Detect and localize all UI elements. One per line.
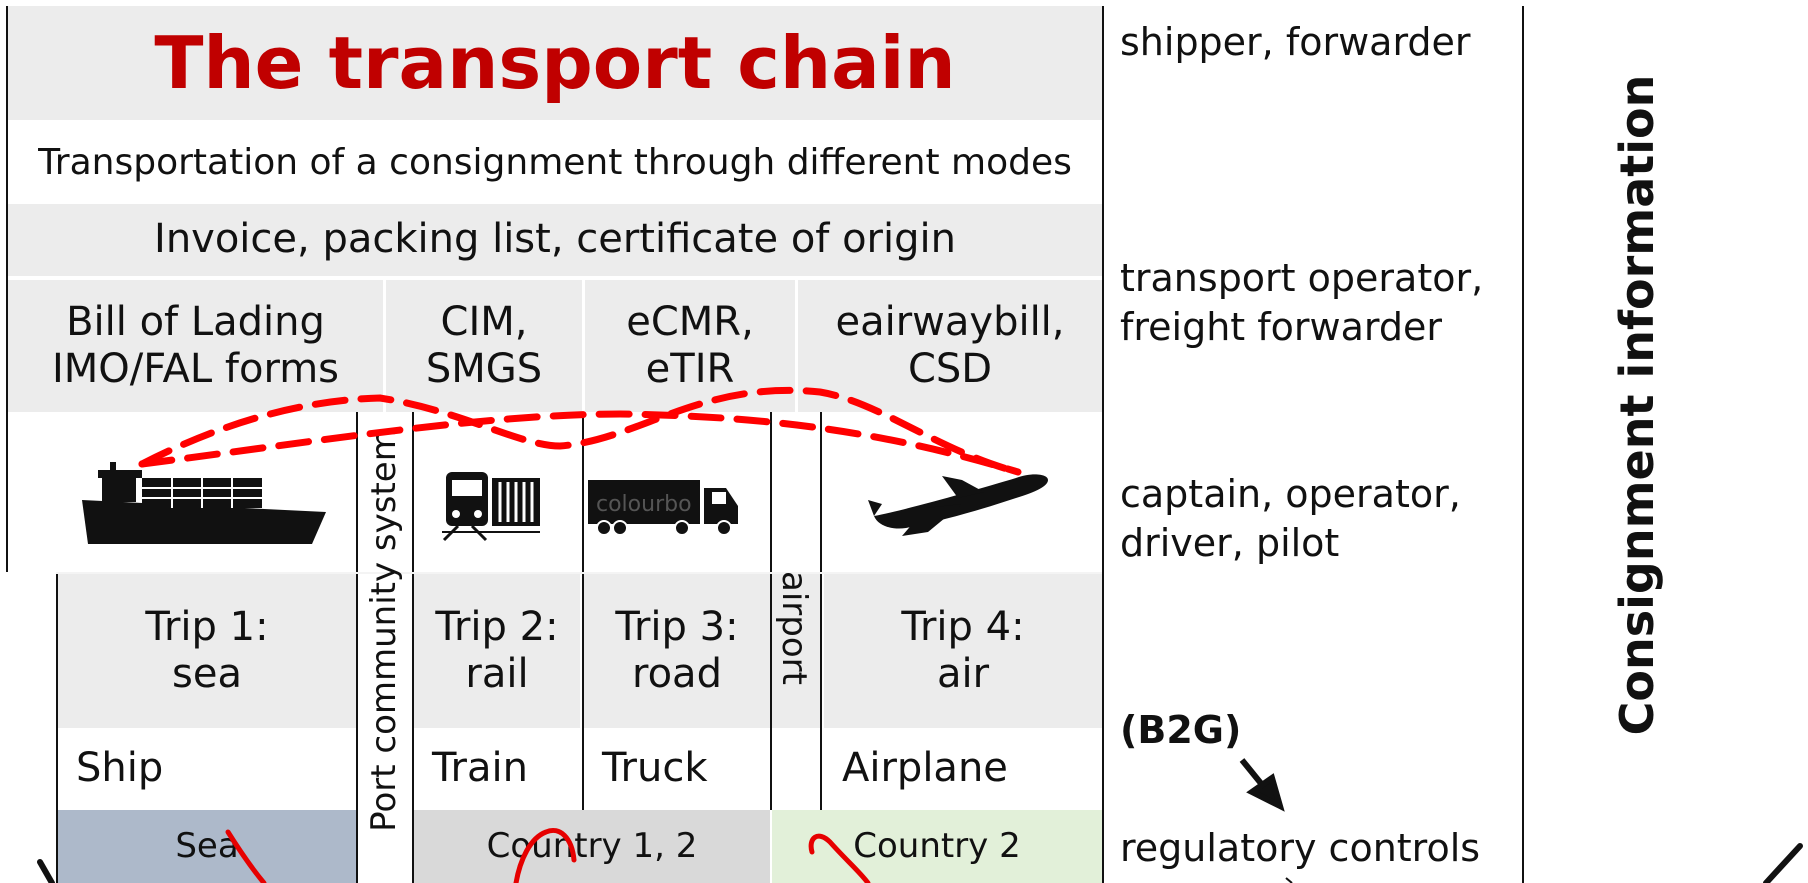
diagram-title: The transport chain — [154, 20, 956, 105]
vehicle-airplane-label: Airplane — [842, 745, 1008, 792]
vehicle-airplane: Airplane — [826, 732, 1102, 806]
area-sea: Sea — [58, 810, 356, 883]
divider-rail-road — [582, 412, 584, 810]
divider-road-airport — [770, 412, 772, 810]
airplane-icon — [868, 474, 1048, 536]
vehicle-truck: Truck — [586, 732, 772, 806]
area-country-1-2-label: Country 1, 2 — [486, 826, 698, 867]
area-country-2: Country 2 — [772, 810, 1102, 883]
trip-1-label: Trip 1: sea — [145, 603, 269, 697]
divider-port-right — [412, 412, 414, 883]
divider-port-left — [356, 412, 358, 883]
consignment-information-label: Consignment information — [1610, 74, 1664, 736]
vehicle-truck-label: Truck — [602, 745, 708, 792]
trip-4-cell: Trip 4: air — [824, 574, 1102, 728]
actor-captain: captain, operator, driver, pilot — [1120, 472, 1461, 566]
vehicle-ship-label: Ship — [76, 745, 164, 792]
airport-cell — [772, 574, 820, 728]
actor-b2g: (B2G) — [1120, 708, 1242, 752]
route-dashes — [138, 387, 1022, 476]
documents-label: Invoice, packing list, certificate of or… — [154, 216, 956, 263]
transport-doc-road-label: eCMR, eTIR — [626, 298, 754, 392]
trip-2-label: Trip 2: rail — [435, 603, 559, 697]
vehicle-train-label: Train — [432, 745, 528, 792]
documents-row: Invoice, packing list, certificate of or… — [8, 204, 1102, 276]
actor-regulatory: regulatory controls — [1120, 826, 1481, 870]
diagram-title-cell: The transport chain — [8, 6, 1102, 120]
vehicle-train: Train — [416, 732, 582, 806]
trip-3-cell: Trip 3: road — [584, 574, 770, 728]
train-icon — [442, 472, 540, 542]
frame-right-line — [1102, 6, 1104, 883]
trip-3-label: Trip 3: road — [615, 603, 739, 697]
truck-icon — [588, 480, 738, 536]
diagram-subtitle: Transportation of a consignment through … — [38, 141, 1072, 183]
trip-4-label: Trip 4: air — [901, 603, 1025, 697]
transport-doc-rail-label: CIM, SMGS — [425, 298, 543, 392]
vehicle-ship: Ship — [60, 732, 356, 806]
frame-left-line — [6, 6, 8, 572]
divider-ship-line — [56, 572, 58, 883]
area-country-1-2: Country 1, 2 — [414, 810, 770, 883]
transport-doc-air: eairwaybill, CSD — [798, 280, 1102, 412]
actors-right-line — [1522, 6, 1524, 883]
area-country-2-label: Country 2 — [853, 826, 1021, 867]
transport-doc-sea-label: Bill of Lading IMO/FAL forms — [51, 298, 340, 392]
actor-shipper: shipper, forwarder — [1120, 20, 1471, 64]
transport-doc-rail: CIM, SMGS — [386, 280, 582, 412]
transport-doc-sea: Bill of Lading IMO/FAL forms — [8, 280, 383, 412]
subtitle-cell: Transportation of a consignment through … — [8, 124, 1102, 202]
actor-transport-operator: transport operator, freight forwarder — [1120, 256, 1484, 350]
trip-2-cell: Trip 2: rail — [414, 574, 580, 728]
transport-doc-air-label: eairwaybill, CSD — [835, 298, 1065, 392]
ground-line — [56, 572, 1102, 574]
divider-airport-air — [820, 412, 822, 810]
truck-watermark: colourbo — [596, 492, 692, 517]
ship-icon — [82, 462, 326, 544]
trip-1-cell: Trip 1: sea — [56, 574, 358, 728]
